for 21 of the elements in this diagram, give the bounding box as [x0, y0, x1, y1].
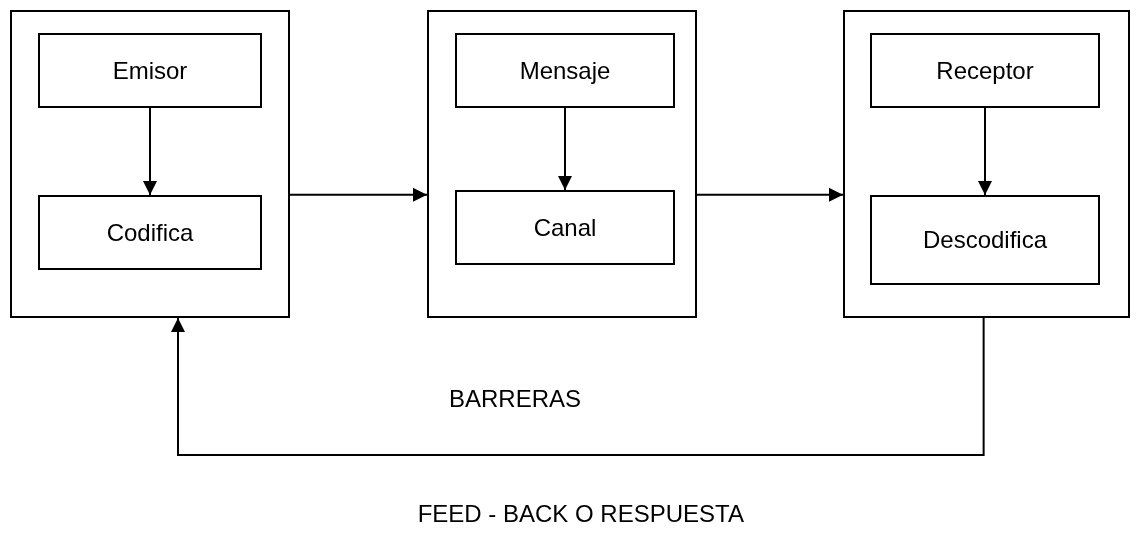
- arrow: [143, 107, 157, 196]
- outer-box: [427, 10, 697, 318]
- node-label: Emisor: [112, 56, 188, 85]
- node-label: Receptor: [936, 56, 1034, 85]
- arrow: [171, 317, 985, 456]
- outer-box: [10, 10, 290, 318]
- arrow: [978, 107, 992, 196]
- process-box: [455, 190, 675, 265]
- arrow: [558, 107, 572, 191]
- arrow: [289, 187, 428, 202]
- node-label: Codifica: [106, 218, 194, 247]
- process-box: [870, 33, 1100, 108]
- outer-box: [843, 10, 1130, 318]
- node-label: Canal: [533, 213, 597, 242]
- process-box: [870, 195, 1100, 285]
- node-label: Mensaje: [519, 56, 611, 85]
- arrow: [696, 187, 844, 202]
- process-box: [455, 33, 675, 108]
- node-label: Descodifica: [922, 226, 1048, 254]
- process-box: [38, 195, 262, 270]
- process-box: [38, 33, 262, 108]
